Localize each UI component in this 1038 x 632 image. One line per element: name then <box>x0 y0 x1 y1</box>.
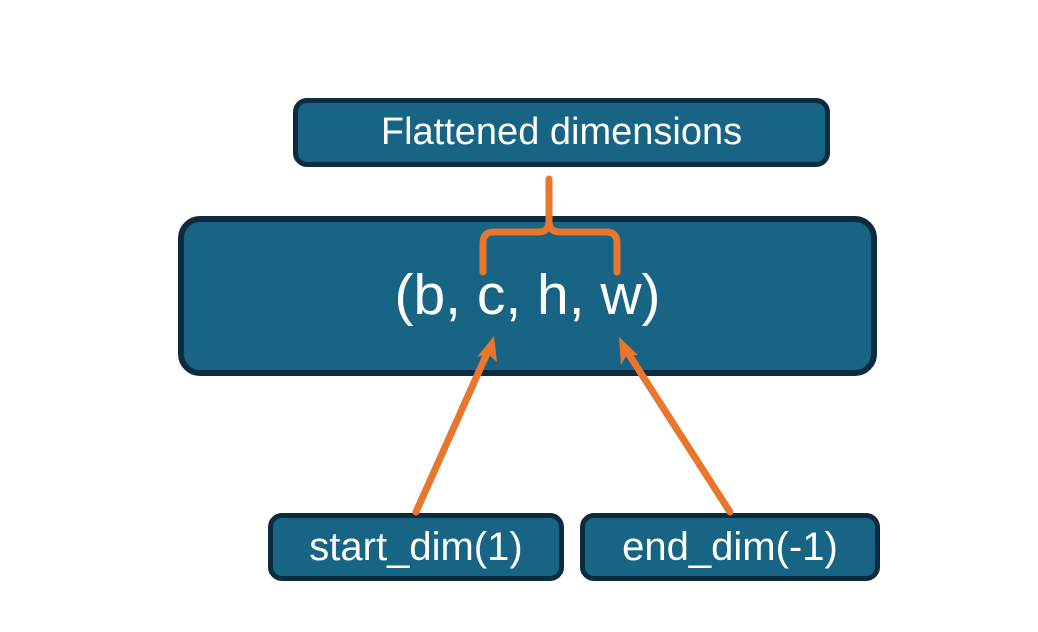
node-start-dim-label: start_dim(1) <box>309 525 523 569</box>
node-end-dim-label: end_dim(-1) <box>622 525 838 569</box>
node-flattened-dimensions-label: Flattened dimensions <box>380 110 743 153</box>
node-tensor-shape-label: (b, c, h, w) <box>394 263 661 328</box>
node-start-dim: start_dim(1) <box>268 513 564 581</box>
node-tensor-shape: (b, c, h, w) <box>178 216 877 376</box>
node-flattened-dimensions: Flattened dimensions <box>293 98 830 167</box>
node-end-dim: end_dim(-1) <box>580 513 880 581</box>
